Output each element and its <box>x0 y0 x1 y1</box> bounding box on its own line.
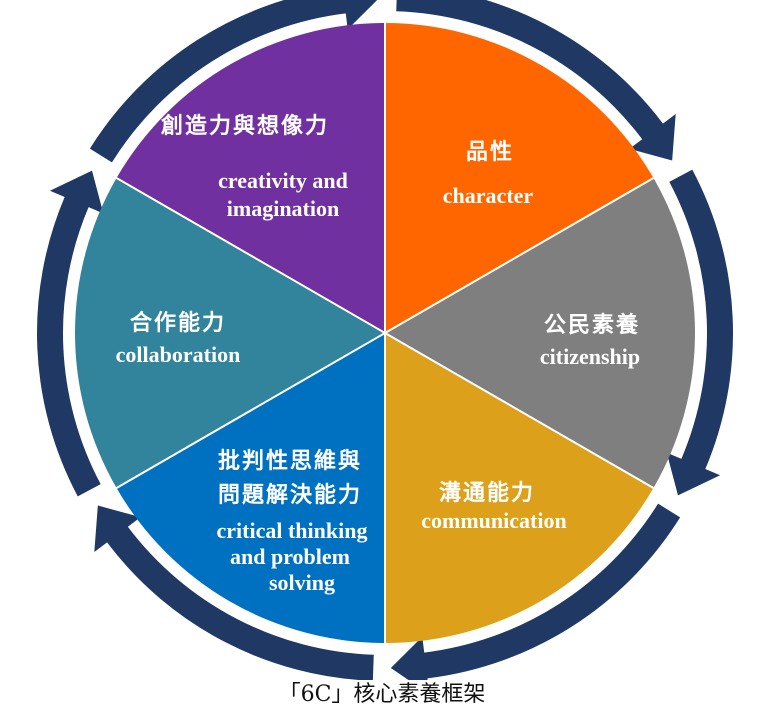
label-collaboration: 合作能力 collaboration <box>116 310 241 367</box>
label-communication: 溝通能力 communication <box>421 480 566 533</box>
label-critical-thinking: 批判性思維與 問題解決能力 critical thinking and prob… <box>217 448 368 595</box>
label-communication-zh: 溝通能力 <box>439 480 535 506</box>
segment-separator <box>384 332 654 489</box>
diagram-caption: 「6C」核心素養框架 <box>278 682 486 707</box>
label-character-en: character <box>443 183 534 208</box>
segment-separators <box>116 23 654 643</box>
cycle-arrow <box>94 505 374 680</box>
segment-collaboration <box>74 178 385 488</box>
label-critical-en-3: solving <box>269 570 335 595</box>
label-creativity-zh: 創造力與想像力 <box>161 113 329 139</box>
cycle-arrow <box>666 169 733 496</box>
segment-citizenship <box>385 178 695 488</box>
6c-cycle-diagram: 創造力與想像力 creativity and imagination 品性 ch… <box>37 0 733 680</box>
label-citizenship: 公民素養 citizenship <box>540 312 640 369</box>
label-citizenship-zh: 公民素養 <box>544 312 640 338</box>
label-creativity: 創造力與想像力 creativity and imagination <box>161 113 348 221</box>
label-character: 品性 character <box>443 140 534 208</box>
segment-separator <box>116 177 386 334</box>
segment-communication <box>385 333 654 643</box>
segment-separator <box>384 177 654 334</box>
segment-creativity <box>116 23 385 333</box>
segment-separator <box>116 332 386 489</box>
label-communication-en: communication <box>421 508 566 533</box>
label-creativity-en-2: imagination <box>227 196 339 221</box>
cycle-arrow <box>89 0 378 163</box>
label-critical-zh-1: 批判性思維與 <box>218 448 362 474</box>
label-critical-en-1: critical thinking <box>217 518 368 543</box>
label-creativity-en-1: creativity and <box>218 168 348 193</box>
segment-critical-thinking <box>116 333 385 643</box>
cycle-arrow <box>396 0 676 161</box>
label-collaboration-zh: 合作能力 <box>130 310 226 336</box>
pie-segments <box>74 23 695 643</box>
label-collaboration-en: collaboration <box>116 342 241 367</box>
cycle-ring <box>37 0 733 680</box>
cycle-arrow <box>390 503 681 680</box>
label-critical-en-2: and problem <box>230 544 350 569</box>
segment-character <box>385 23 654 333</box>
label-character-zh: 品性 <box>466 140 514 165</box>
label-critical-zh-2: 問題解決能力 <box>218 482 362 508</box>
label-citizenship-en: citizenship <box>540 344 640 369</box>
cycle-arrow <box>37 170 104 497</box>
